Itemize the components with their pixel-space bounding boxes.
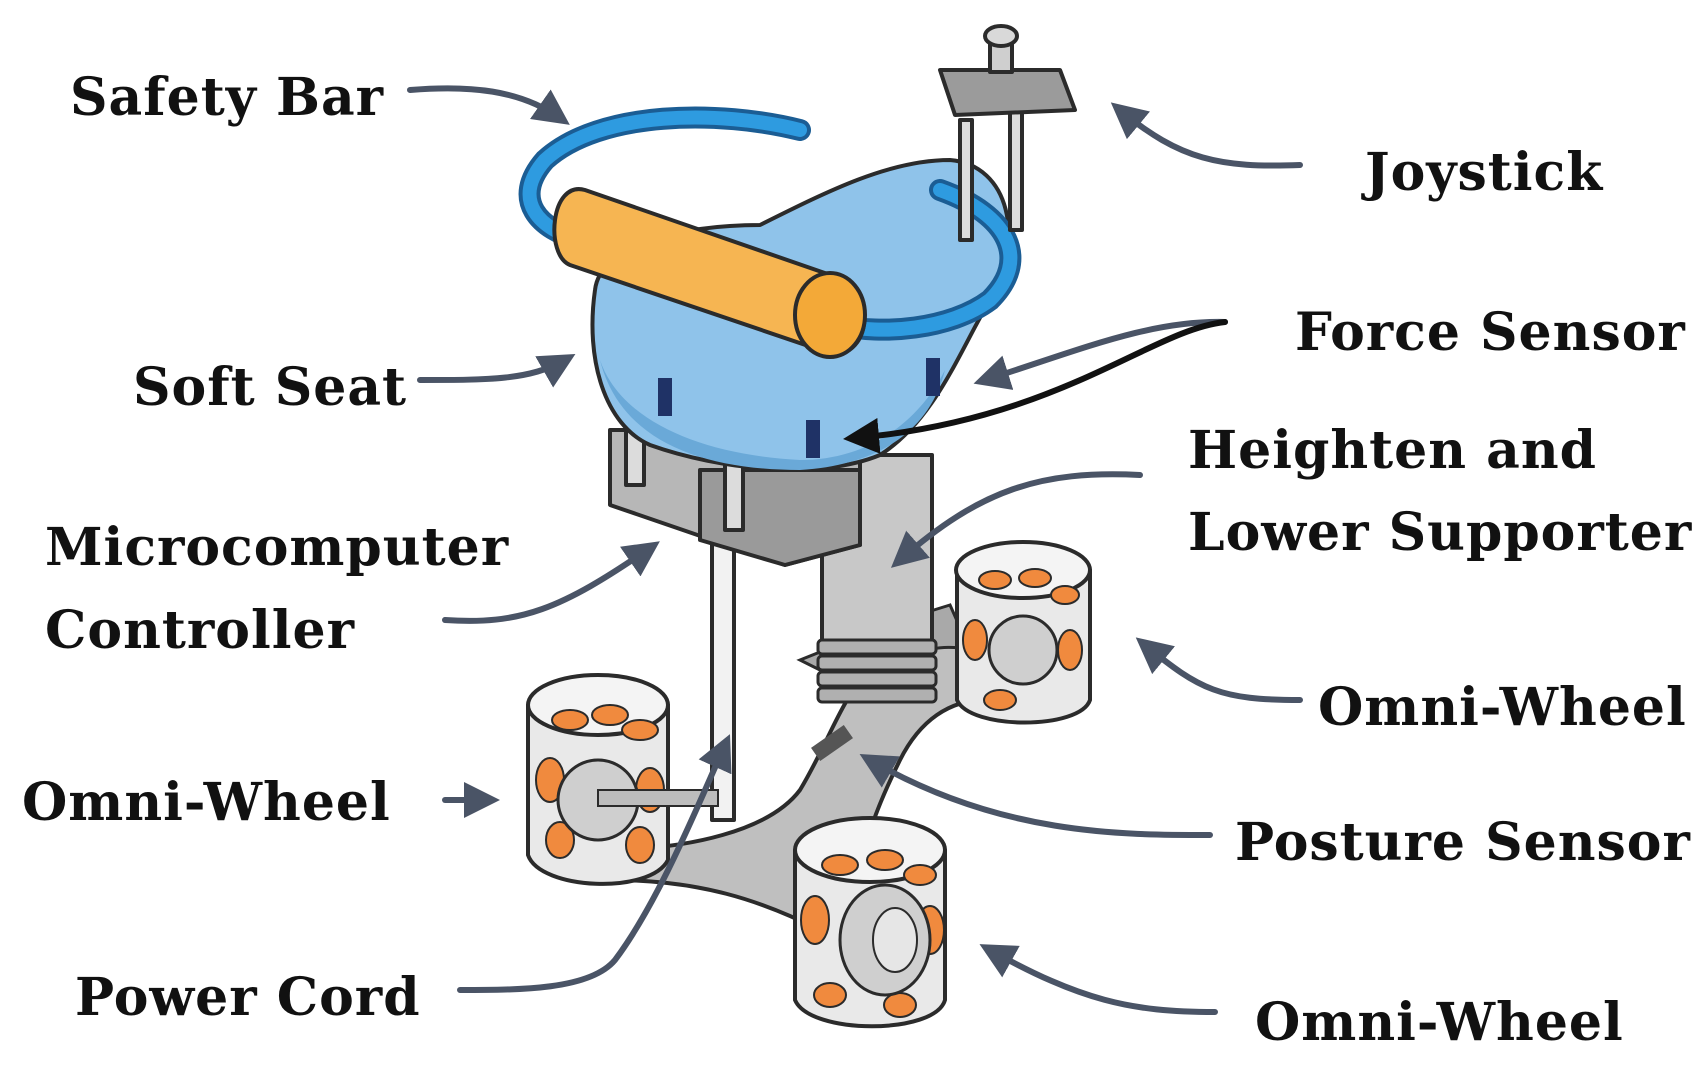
joystick (938, 24, 1077, 242)
arrow-posture-sensor (859, 754, 1213, 838)
labels: Safety Bar Joystick Force Sensor Soft Se… (22, 67, 1692, 1053)
label-force-sensor: Force Sensor (1295, 302, 1686, 363)
label-omni-wheel-right: Omni-Wheel (1318, 677, 1687, 738)
arrow-joystick (1110, 102, 1303, 169)
power-cord (710, 518, 736, 822)
label-safety-bar: Safety Bar (70, 67, 384, 128)
arrow-heighten-supporter (890, 471, 1143, 568)
label-heighten-line1: Heighten and (1188, 420, 1597, 481)
walker-illustration (518, 24, 1092, 1029)
label-power-cord: Power Cord (75, 967, 421, 1028)
arrow-soft-seat (417, 354, 576, 388)
safety-bar-inner (522, 110, 807, 247)
supporter-thread (816, 638, 938, 704)
label-microcomputer-line2: Controller (45, 600, 355, 661)
label-omni-wheel-left: Omni-Wheel (22, 772, 391, 833)
label-soft-seat: Soft Seat (133, 357, 407, 418)
force-sensor-pad-1 (658, 378, 672, 416)
label-heighten-line2: Lower Supporter (1188, 502, 1692, 563)
label-omni-wheel-bottom: Omni-Wheel (1255, 992, 1624, 1053)
label-microcomputer-line1: Microcomputer (45, 517, 509, 578)
omni-wheel-left-unit (526, 673, 719, 886)
force-sensor-pad-2 (806, 420, 820, 458)
safety-bar-right-inner (833, 183, 1018, 337)
arrow-force-sensor-a (973, 318, 1228, 390)
arrow-omni-wheel-right (1135, 637, 1303, 703)
arrow-omni-wheel-bottom (979, 944, 1218, 1015)
soft-seat-side (600, 360, 945, 470)
arrow-force-sensor-b (843, 319, 1228, 454)
posture-sensor-chip (811, 724, 853, 762)
cushion-roller-end (793, 271, 867, 359)
omni-wheel-bottom-unit (793, 816, 947, 1029)
callout-arrows (407, 85, 1303, 1015)
label-posture-sensor: Posture Sensor (1235, 812, 1691, 873)
arrow-microcomputer (442, 541, 660, 624)
arrow-power-cord (457, 734, 732, 993)
arrow-safety-bar (407, 85, 570, 125)
omni-wheel-right-unit (954, 540, 1092, 725)
force-sensor-pad-3 (926, 358, 940, 396)
label-joystick: Joystick (1361, 142, 1603, 203)
